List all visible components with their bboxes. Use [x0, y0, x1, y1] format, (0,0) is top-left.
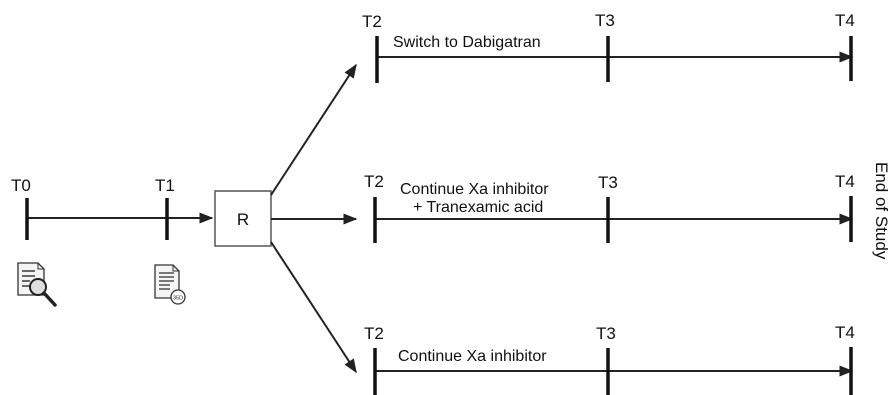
arm2-treatment-label-line1: Continue Xa inhibitor: [400, 181, 549, 198]
arm1-t4-label: T4: [835, 11, 855, 30]
arm3-t2-label: T2: [364, 324, 384, 343]
arm-xa-inhibitor: T2 T3 T4 Continue Xa inhibitor: [364, 323, 855, 395]
branch-arrow-top: [270, 63, 357, 196]
questionnaire-badge-text: 35D: [173, 296, 183, 302]
arm2-t4-label: T4: [835, 172, 855, 191]
arm2-t2-label: T2: [364, 172, 384, 191]
arm1-t2-label: T2: [362, 12, 382, 31]
t0-label: T0: [11, 176, 31, 195]
end-of-study-label: End of Study: [872, 162, 891, 260]
arm2-t3-label: T3: [598, 173, 618, 192]
arm-dabigatran: T2 T3 T4 Switch to Dabigatran: [362, 11, 855, 83]
arm-xa-tranexamic: T2 T3 T4 Continue Xa inhibitor + Tranexa…: [364, 172, 855, 243]
arm3-t4-label: T4: [835, 323, 855, 342]
document-questionnaire-icon: 35D: [154, 264, 186, 305]
branch-arrow-bottom: [270, 241, 357, 374]
document-search-icon: [17, 262, 57, 307]
arm2-treatment-label-line2: + Tranexamic acid: [413, 199, 543, 216]
arm3-t3-label: T3: [596, 324, 616, 343]
t1-label: T1: [155, 176, 175, 195]
arm1-t3-label: T3: [595, 11, 615, 30]
randomization-label: R: [237, 210, 249, 229]
arm1-treatment-label: Switch to Dabigatran: [393, 34, 541, 51]
arm3-treatment-label: Continue Xa inhibitor: [398, 348, 547, 365]
